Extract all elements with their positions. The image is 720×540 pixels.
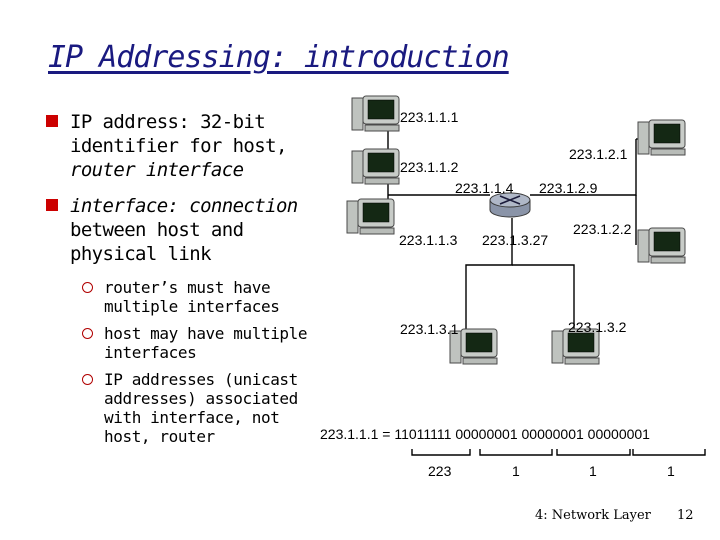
octet-value: 223 [428,463,452,479]
bullet-1-line-3: router interface [70,159,244,181]
host-computer-icon [351,148,400,185]
subbullet-marker [82,328,93,339]
sub-3-line-1: IP addresses (unicast [104,370,298,389]
address-label: 223.1.2.2 [573,221,632,237]
router-icon [489,192,531,218]
address-label: 223.1.3.1 [400,321,459,337]
address-label: 223.1.3.27 [482,232,549,248]
address-label: 223.1.1.1 [400,109,459,125]
bullet-2-line-1: interface: connection [70,195,298,217]
subbullet-marker [82,374,93,385]
binary-address-example: 223.1.1.1 = 11011111 00000001 00000001 0… [320,426,650,442]
host-computer-icon [351,95,400,132]
sub-3-line-4: host, router [104,427,215,446]
bullet-marker [46,115,58,127]
octet-value: 1 [589,463,597,479]
address-label: 223.1.2.1 [569,146,628,162]
sub-1-line-2: multiple interfaces [104,297,280,316]
sub-2-line-2: interfaces [104,343,197,362]
host-computer-icon [346,198,395,235]
sub-3-line-2: addresses) associated [104,389,298,408]
address-label: 223.1.1.4 [455,180,514,196]
bullet-2-line-3: physical link [70,243,212,265]
host-computer-icon [637,227,686,264]
sub-1-line-1: router’s must have [104,278,271,297]
host-computer-icon [637,119,686,156]
address-label: 223.1.2.9 [539,180,598,196]
slide-title: IP Addressing: introduction [48,40,510,75]
address-label: 223.1.1.2 [400,159,459,175]
footer-page-number: 12 [677,508,694,523]
bullet-1-line-2: identifier for host, [70,135,287,157]
footer-chapter: 4: Network Layer [535,508,651,523]
sub-2-line-1: host may have multiple [104,324,308,343]
bullet-marker [46,199,58,211]
bullet-2-line-2: between host and [70,219,244,241]
octet-value: 1 [512,463,520,479]
subbullet-marker [82,282,93,293]
address-label: 223.1.1.3 [399,232,458,248]
sub-3-line-3: with interface, not [104,408,280,427]
octet-braces [411,449,706,456]
address-label: 223.1.3.2 [568,319,627,335]
octet-value: 1 [667,463,675,479]
bullet-1-line-1: IP address: 32-bit [70,111,266,133]
